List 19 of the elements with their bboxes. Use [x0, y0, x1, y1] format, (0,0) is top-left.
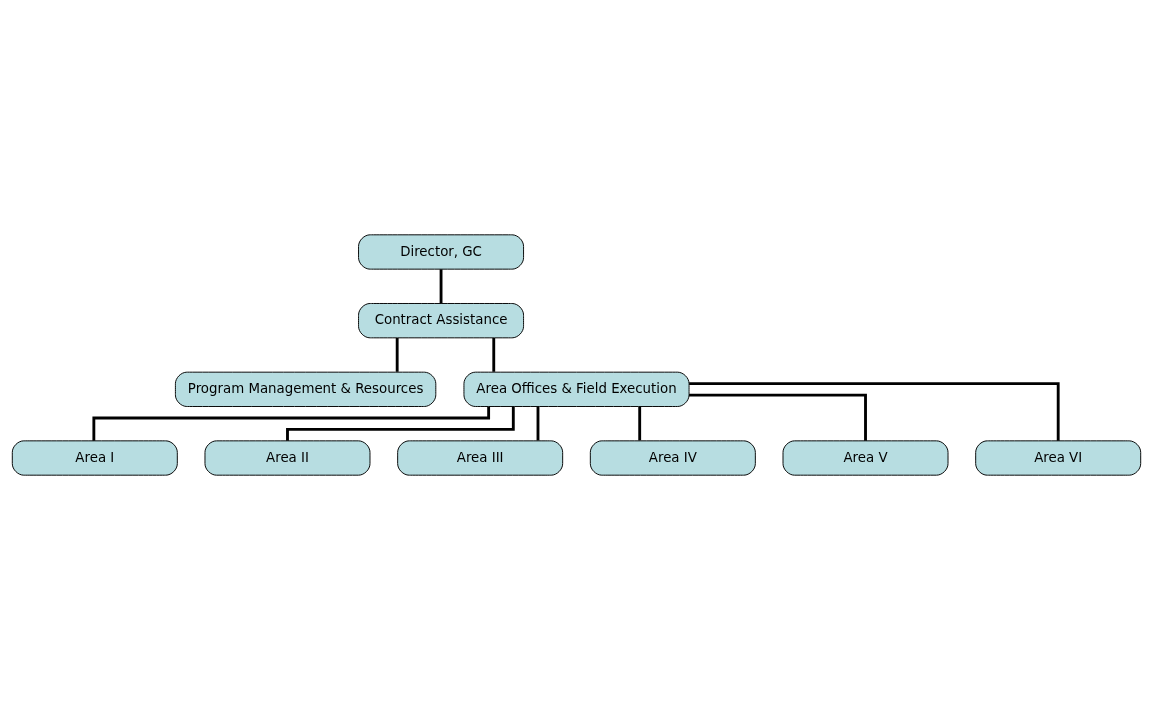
node-box: Area VI: [975, 439, 1142, 476]
connector: [492, 337, 496, 372]
node-box: Area III: [397, 439, 564, 476]
connector: [439, 268, 443, 303]
node-box: Area II: [204, 439, 371, 476]
node-box: Director, GC: [358, 233, 525, 270]
connector: [395, 337, 399, 372]
node-box: Program Management & Resources: [174, 371, 437, 407]
node-box: Area Offices & Field Execution: [463, 371, 690, 407]
connector: [638, 406, 642, 440]
connector: [689, 381, 1060, 441]
node-box: Area I: [11, 439, 178, 476]
node-box: Contract Assistance: [358, 302, 525, 338]
node-box: Area V: [782, 439, 949, 476]
connector: [536, 406, 540, 440]
connector: [286, 406, 515, 441]
connector: [689, 393, 867, 441]
connector: [92, 406, 491, 441]
node-box: Area IV: [589, 439, 756, 476]
